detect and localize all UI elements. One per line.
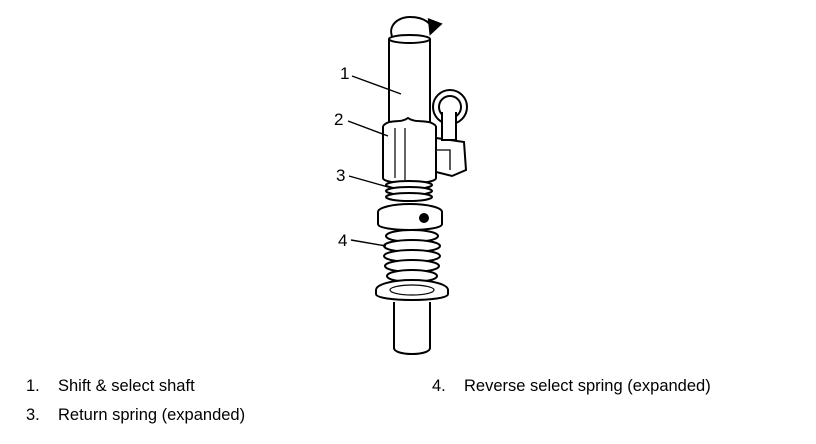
legend-text: Return spring (expanded) bbox=[58, 406, 246, 424]
legend-item-4: 4. Reverse select spring (expanded) bbox=[432, 377, 711, 396]
lower-shaft bbox=[393, 302, 431, 355]
legend-item-3: 3. Return spring (expanded) bbox=[26, 406, 245, 425]
lower-flange-disc bbox=[375, 279, 449, 301]
leader-2 bbox=[347, 120, 389, 137]
shift-select-shaft bbox=[388, 34, 431, 125]
legend-number: 4. bbox=[432, 377, 446, 395]
return-spring bbox=[385, 180, 433, 202]
shaft-collar bbox=[382, 116, 437, 185]
legend-text: Reverse select spring (expanded) bbox=[464, 377, 711, 395]
legend-number: 3. bbox=[26, 406, 40, 424]
leader-1 bbox=[351, 75, 402, 95]
callout-leaders bbox=[347, 75, 402, 247]
legend-item-1: 1. Shift & select shaft bbox=[26, 377, 195, 396]
callout-1: 1 bbox=[340, 64, 349, 83]
callout-4: 4 bbox=[338, 231, 347, 250]
side-lever bbox=[432, 89, 468, 178]
callout-2: 2 bbox=[334, 110, 343, 129]
legend-number: 1. bbox=[26, 377, 40, 395]
reverse-select-spring bbox=[383, 229, 441, 283]
callout-3: 3 bbox=[336, 166, 345, 185]
leader-3 bbox=[348, 175, 389, 188]
leader-4 bbox=[350, 239, 387, 247]
legend-text: Shift & select shaft bbox=[58, 377, 195, 395]
upper-flange-ring bbox=[377, 203, 443, 231]
